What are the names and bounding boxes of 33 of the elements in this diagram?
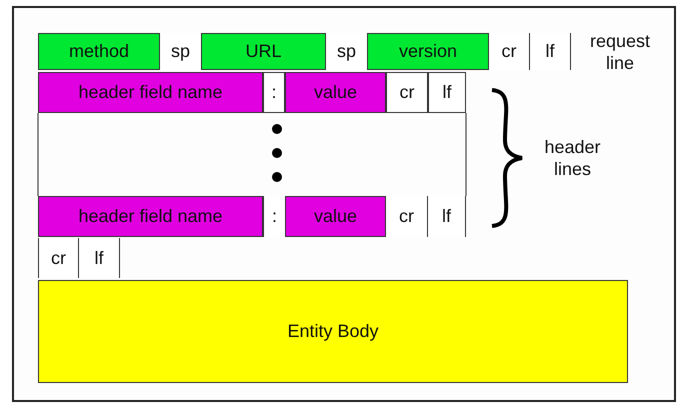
field-label: lf <box>442 82 452 103</box>
group-caption: header lines <box>543 136 602 180</box>
field-cell <box>201 33 326 70</box>
body-cell <box>38 280 628 383</box>
field-cell <box>38 33 160 70</box>
field-label: URL <box>245 41 282 62</box>
field-label: value <box>314 206 358 227</box>
field-label: sp <box>336 41 356 62</box>
field-label: cr <box>51 248 66 268</box>
field-cell <box>285 196 386 237</box>
field-label: header field name <box>78 82 223 103</box>
field-label: sp <box>170 41 190 62</box>
field-label: : <box>272 206 277 227</box>
field-label: : <box>271 82 276 103</box>
field-label: lf <box>546 41 554 62</box>
separator-cell <box>428 72 466 113</box>
field-cell <box>285 72 386 113</box>
field-label: lf <box>442 206 451 227</box>
field-label: version <box>398 41 458 62</box>
field-label: cr <box>399 206 414 227</box>
field-label: lf <box>94 248 104 268</box>
field-cell <box>38 196 263 237</box>
field-label: value <box>314 82 358 103</box>
field-label: header field name <box>78 206 223 227</box>
field-cell <box>367 33 489 70</box>
field-label: cr <box>400 82 414 103</box>
field-label: method <box>68 41 130 62</box>
row-caption: request line <box>588 30 652 74</box>
separator-cell <box>38 238 79 278</box>
field-cell <box>38 72 263 113</box>
separator-cell <box>263 72 285 113</box>
field-label: Entity Body <box>287 321 379 342</box>
field-label: cr <box>502 41 516 62</box>
